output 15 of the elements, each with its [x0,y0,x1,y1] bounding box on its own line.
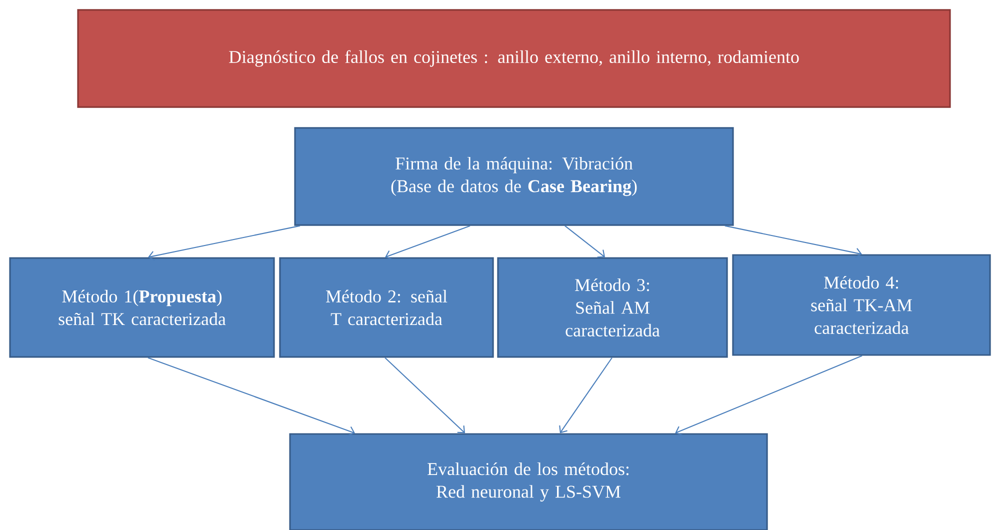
process-box: Método 4: señal TK-AM caracterizada [732,254,991,356]
arrow [148,357,356,436]
title-box: Diagnóstico de fallos en cojinetes : anillo externo, anillo interno, rodamiento [77,9,951,108]
arrow [675,355,862,436]
arrow [564,225,606,258]
arrow [724,225,862,258]
arrow [559,357,612,434]
arrow [384,357,466,434]
arrow [148,225,300,262]
process-box: Evaluación de los métodos: Red neuronal y LS-SVM [289,433,768,530]
arrow [385,225,470,260]
process-box: Método 2: señal T caracterizada [279,257,494,358]
process-box: Firma de la máquina: Vibración (Base de datos de Case Bearing) [294,127,734,226]
process-box: Método 3: Señal AM caracterizada [497,257,728,358]
process-box: Método 1(Propuesta) señal TK caracterizada [9,257,275,358]
